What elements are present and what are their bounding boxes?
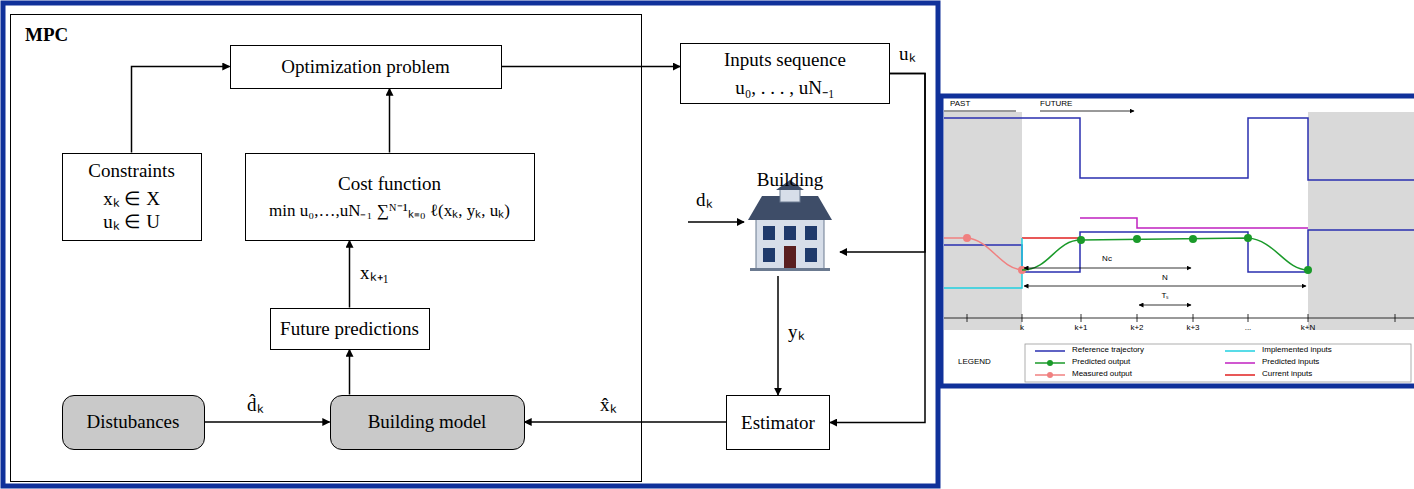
legend-entry: Current inputs	[1262, 370, 1312, 379]
process-box: Inputs sequence u₀, . . . , uN₋₁	[680, 43, 890, 105]
house-icon	[748, 180, 832, 271]
chart-label: k+N	[1301, 324, 1315, 333]
node-title: Distubances	[87, 410, 180, 434]
chart-label: Tₛ	[1162, 292, 1169, 301]
node-title: MPC	[25, 23, 68, 47]
cost-box: Cost function min u₀,…,uN₋₁ ∑ᴺ⁻¹ₖ₌₀ ℓ(xₖ,…	[245, 153, 535, 241]
chart-label: Nc	[1102, 255, 1112, 264]
outer-frame	[3, 3, 938, 486]
legend-entry: Reference trajectory	[1072, 346, 1144, 355]
legend-entry: Measured output	[1072, 370, 1132, 379]
node-title: Building model	[368, 410, 487, 434]
legend-entry: Predicted inputs	[1262, 358, 1319, 367]
signal-arrow	[502, 66, 681, 68]
mpc-horizon-chart	[941, 96, 1414, 386]
signal-arrow	[132, 67, 230, 153]
signal-label: d̂ₖ	[245, 395, 266, 416]
node-title: Building	[757, 168, 824, 192]
chart-label: k+1	[1074, 324, 1087, 333]
signal-arrow	[830, 74, 925, 423]
node-title: Estimator	[741, 411, 815, 435]
signal-label: dₖ	[694, 190, 715, 211]
signal-arrow	[205, 421, 330, 423]
node-body: xₖ ∈ X uₖ ∈ U	[100, 187, 163, 235]
chart-label: PAST	[950, 100, 970, 109]
signal-label: x̂ₖ	[598, 395, 619, 416]
building-node: Building	[740, 168, 840, 276]
disturbance-arrow	[688, 221, 744, 223]
signal-arrow	[525, 421, 727, 423]
process-box: Future predictions	[270, 308, 430, 350]
signal-arrow	[349, 350, 351, 395]
signal-arrow	[777, 276, 779, 395]
chart-label: LEGEND	[958, 358, 991, 367]
model-box: Building model	[330, 395, 525, 450]
chart-label: FUTURE	[1040, 100, 1072, 109]
model-box: Distubances	[62, 395, 205, 450]
node-title: Constraints	[88, 159, 175, 183]
signal-arrow	[349, 241, 351, 308]
signal-label: yₖ	[786, 322, 807, 343]
legend-entry: Implemented inputs	[1262, 346, 1332, 355]
chart-label: ...	[1245, 324, 1252, 333]
chart-label: k+3	[1186, 324, 1199, 333]
chart-label: k	[1020, 324, 1024, 333]
constraints-box: Constraints xₖ ∈ X uₖ ∈ U	[62, 153, 202, 241]
legend-entry: Predicted output	[1072, 358, 1130, 367]
signal-label: xₖ₊₁	[358, 263, 391, 284]
node-body: u₀, . . . , uN₋₁	[735, 76, 834, 100]
node-title: Future predictions	[280, 317, 419, 341]
signal-label: uₖ	[897, 44, 918, 65]
chart-label: N	[1162, 274, 1168, 283]
signal-arrow	[389, 89, 391, 153]
node-body: min u₀,…,uN₋₁ ∑ᴺ⁻¹ₖ₌₀ ℓ(xₖ, yₖ, uₖ)	[269, 200, 510, 221]
node-title: Inputs sequence	[724, 48, 846, 72]
node-title: Cost function	[338, 172, 441, 196]
mpc-container: Optimization problemConstraints xₖ ∈ X uₖ…	[10, 14, 642, 482]
chart-label: k+2	[1130, 324, 1143, 333]
node-title: Optimization problem	[281, 55, 449, 79]
process-box: Estimator	[726, 395, 830, 450]
process-box: Optimization problem	[230, 45, 502, 89]
